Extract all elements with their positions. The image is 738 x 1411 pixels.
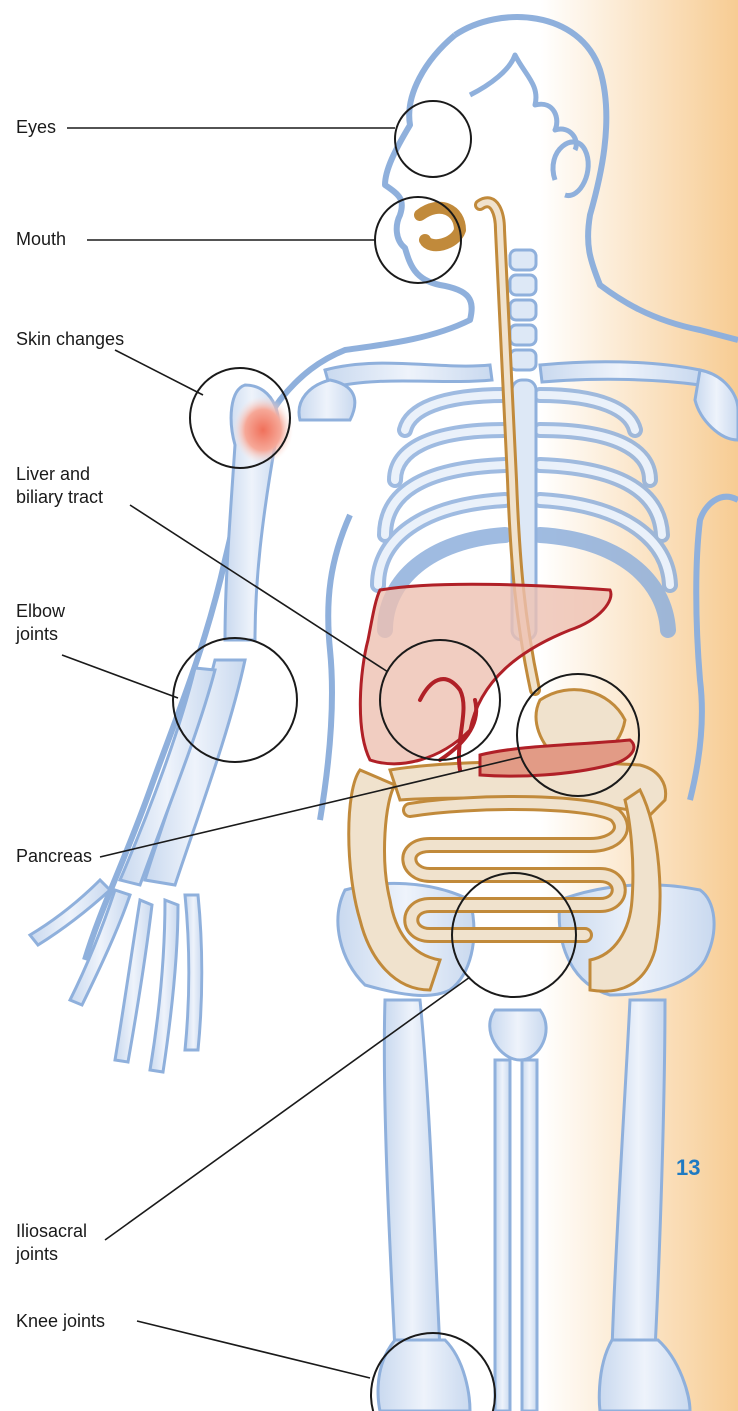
knee-leader xyxy=(137,1321,370,1378)
eyes-label: Eyes xyxy=(16,116,56,139)
iliosacral-joints-label: Iliosacral joints xyxy=(16,1220,87,1266)
knee-joints-label: Knee joints xyxy=(16,1310,105,1333)
mouth-label: Mouth xyxy=(16,228,66,251)
page-number: 13 xyxy=(676,1155,700,1181)
pancreas-label: Pancreas xyxy=(16,845,92,868)
skin-patch xyxy=(233,396,293,464)
elbow-leader xyxy=(62,655,178,698)
skin-changes-label: Skin changes xyxy=(16,328,124,351)
leg-bones xyxy=(378,1000,690,1411)
eyes-callout-circle xyxy=(395,101,471,177)
elbow-joints-label: Elbow joints xyxy=(16,600,65,646)
liver-biliary-label: Liver and biliary tract xyxy=(16,463,103,509)
skin-leader xyxy=(115,350,203,395)
